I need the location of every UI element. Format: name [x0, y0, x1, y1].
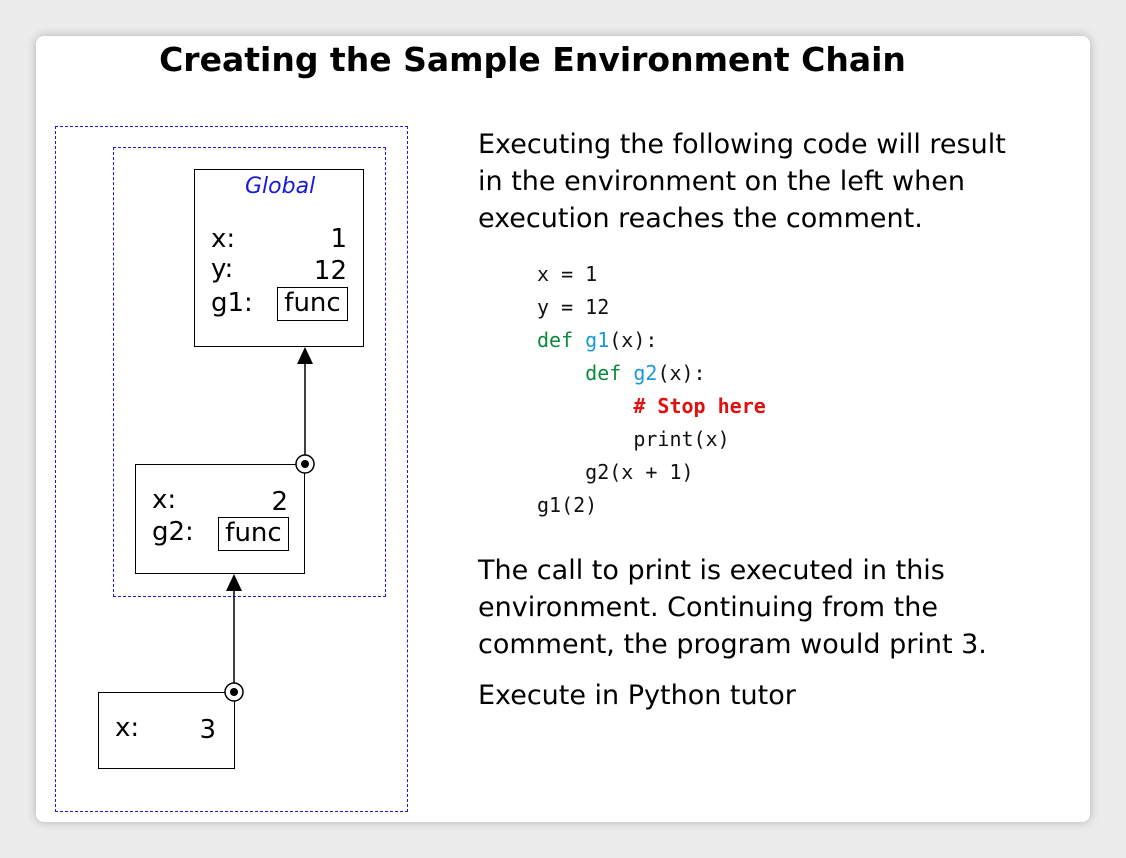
g1-parent-arrowhead: [297, 347, 313, 364]
slide: [36, 36, 1090, 822]
g2-binding-x-name: x:: [115, 713, 140, 743]
global-binding-g1-value: func: [277, 287, 348, 321]
g2-frame: x: 3: [98, 692, 235, 769]
g1-binding-g2-name: g2:: [152, 517, 194, 547]
g2-binding-x-value: 3: [199, 715, 216, 745]
g1-binding-x-name: x:: [152, 485, 177, 515]
code-line-7: g2(x + 1): [537, 460, 694, 484]
global-binding-g1-name: g1:: [211, 288, 253, 318]
code-line-5: # Stop here: [537, 394, 766, 418]
g1-binding-g2-value: func: [218, 517, 289, 551]
slide-title: Creating the Sample Environment Chain: [159, 40, 906, 79]
code-line-2: y = 12: [537, 295, 610, 319]
code-listing: x = 1 y = 12 def g1(x): def g2(x): # Sto…: [537, 258, 766, 522]
global-frame: Global x: 1 y: 12 g1: func: [194, 169, 364, 347]
explanation-paragraph: The call to print is executed in this en…: [478, 555, 987, 660]
outer-environment-region: [55, 126, 408, 812]
code-line-1: x = 1: [537, 262, 598, 286]
global-frame-label: Global: [245, 174, 316, 199]
global-binding-y-name: y:: [211, 254, 234, 284]
code-line-3: def g1(x):: [537, 328, 658, 352]
g2-parent-arrowhead: [226, 574, 242, 591]
code-line-8: g1(2): [537, 493, 598, 517]
global-binding-x-name: x:: [211, 224, 236, 254]
global-binding-x-value: 1: [330, 224, 347, 254]
code-line-6: print(x): [537, 427, 730, 451]
inner-environment-region: [113, 147, 386, 597]
code-line-4: def g2(x):: [585, 361, 706, 385]
global-binding-y-value: 12: [313, 256, 347, 286]
intro-paragraph: Executing the following code will result…: [478, 129, 1006, 234]
g1-frame: x: 2 g2: func: [135, 464, 305, 574]
python-tutor-link[interactable]: Execute in Python tutor: [478, 680, 796, 711]
g1-binding-x-value: 2: [271, 487, 288, 517]
